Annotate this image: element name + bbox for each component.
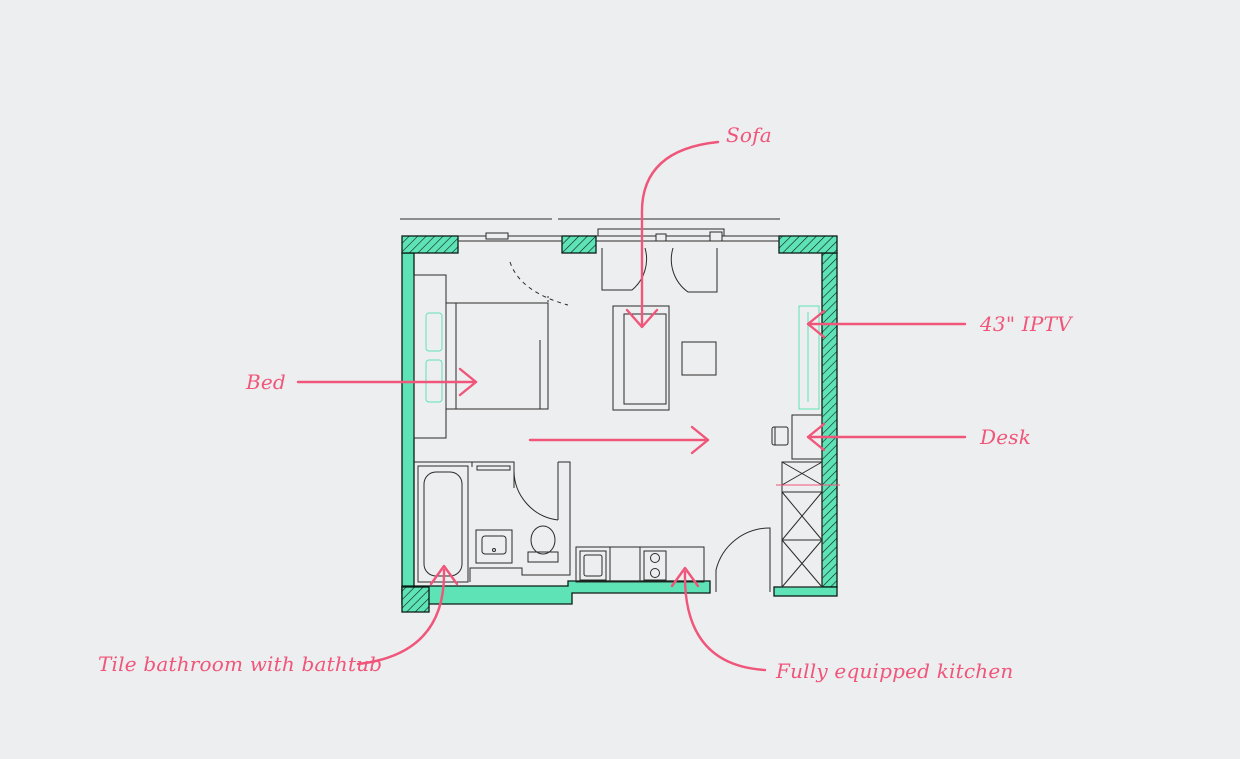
label-sofa: Sofa [726,123,772,147]
kitchen-arrow [683,570,767,672]
corner-column-top-left [401,235,459,254]
door-swing-dashed [509,261,569,306]
sofa-seat [623,313,667,405]
column-top-middle [561,235,597,254]
walls [401,235,838,613]
label-desk: Desk [979,425,1031,449]
toilet-bowl [530,525,556,555]
bathroom-door-swing [513,469,559,521]
bottom-wall [401,580,711,605]
corner-column-bottom-left [401,586,430,613]
kitchen-sink [579,550,607,581]
annotation-labels: Sofa 43" IPTV Bed Desk Tile bathroom wit… [98,123,1074,683]
toilet-tank [527,551,559,563]
bed-headboard [413,274,447,439]
furniture [413,247,840,592]
entrance-door-swing [715,527,771,592]
annotation-arrows [296,140,967,672]
tv-unit [798,305,820,410]
kitchen-hob [643,550,667,581]
right-wall [821,252,838,588]
bathroom-arrow [356,568,446,666]
balcony-door-right [670,247,718,293]
bottom-wall-right [773,586,838,597]
label-tv: 43" IPTV [979,312,1074,336]
balcony-door-left [601,247,648,291]
label-bed: Bed [245,370,286,394]
coffee-table [681,341,717,376]
corner-column-top-right [778,235,838,254]
sofa-arrow [640,140,720,328]
wardrobe [781,461,823,588]
left-wall [401,252,415,594]
bathroom-wall [414,461,515,488]
bathroom-sink [475,529,513,564]
bathtub [417,465,469,583]
bed-frame [445,302,549,410]
label-kitchen: Fully equipped kitchen [775,659,1013,683]
bed-pillow-top [425,312,443,352]
desk-chair [771,426,789,446]
windows [400,218,780,242]
label-bathroom: Tile bathroom with bathtub [98,652,382,676]
